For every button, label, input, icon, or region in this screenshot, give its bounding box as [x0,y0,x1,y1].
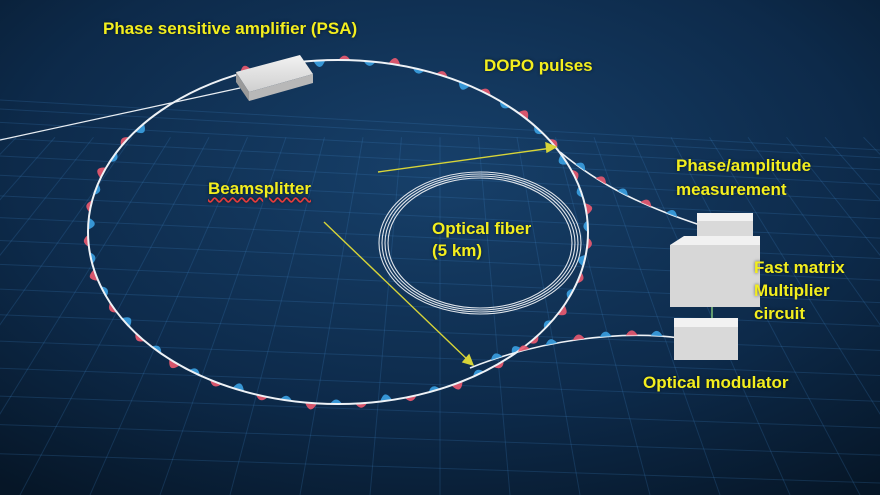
branch-pulses [490,162,678,361]
matrix-multiplier-label: Fast matrix Multiplier circuit [754,256,845,325]
branch-pulse [599,331,612,337]
optical-fiber-label: Optical fiber (5 km) [432,218,531,262]
optical-fiber-coil [378,171,582,315]
matrix-multiplier-label-line2: Multiplier [754,281,830,300]
pulse [313,60,326,68]
branch-pulse [545,339,558,346]
branch-pulse [572,334,585,341]
phase-measurement-label-line2: measurement [676,180,787,199]
psa-box [236,55,313,101]
modulator-box [674,318,738,360]
optical-fiber-label-line2: (5 km) [432,241,483,260]
pulse [305,402,317,410]
phase-measurement-label: Phase/amplitude measurement [676,154,811,202]
matrix-multiplier-box [670,236,760,307]
phase-measurement-label-line1: Phase/amplitude [676,156,812,175]
beamsplitter-arrows [323,141,558,367]
pulse [87,217,95,230]
pulse [330,399,343,404]
pulse [578,254,586,267]
optical-fiber-label-line1: Optical fiber [432,219,532,238]
matrix-multiplier-label-line3: circuit [754,304,806,323]
dopo-pulses-label: DOPO pulses [484,56,593,75]
branch-pulse [666,210,678,217]
branch-pulse [518,345,530,352]
cavity-ring [87,59,589,405]
branch-pulse [640,199,652,207]
branch-pulse [617,188,628,197]
branch-pulse [490,353,503,361]
beamsplitter-label: Beamsplitter [208,179,311,198]
matrix-multiplier-label-line1: Fast matrix [754,258,845,277]
branch-pulse [625,330,638,336]
branch-pulse [575,162,586,171]
optical-modulator-label: Optical modulator [643,373,789,392]
branch-pulse [595,176,606,185]
psa-label: Phase sensitive amplifier (PSA) [103,19,358,38]
pump-input-line [0,87,241,141]
injection-line [469,334,681,369]
branch-pulse [650,330,663,337]
pulse [232,383,244,392]
